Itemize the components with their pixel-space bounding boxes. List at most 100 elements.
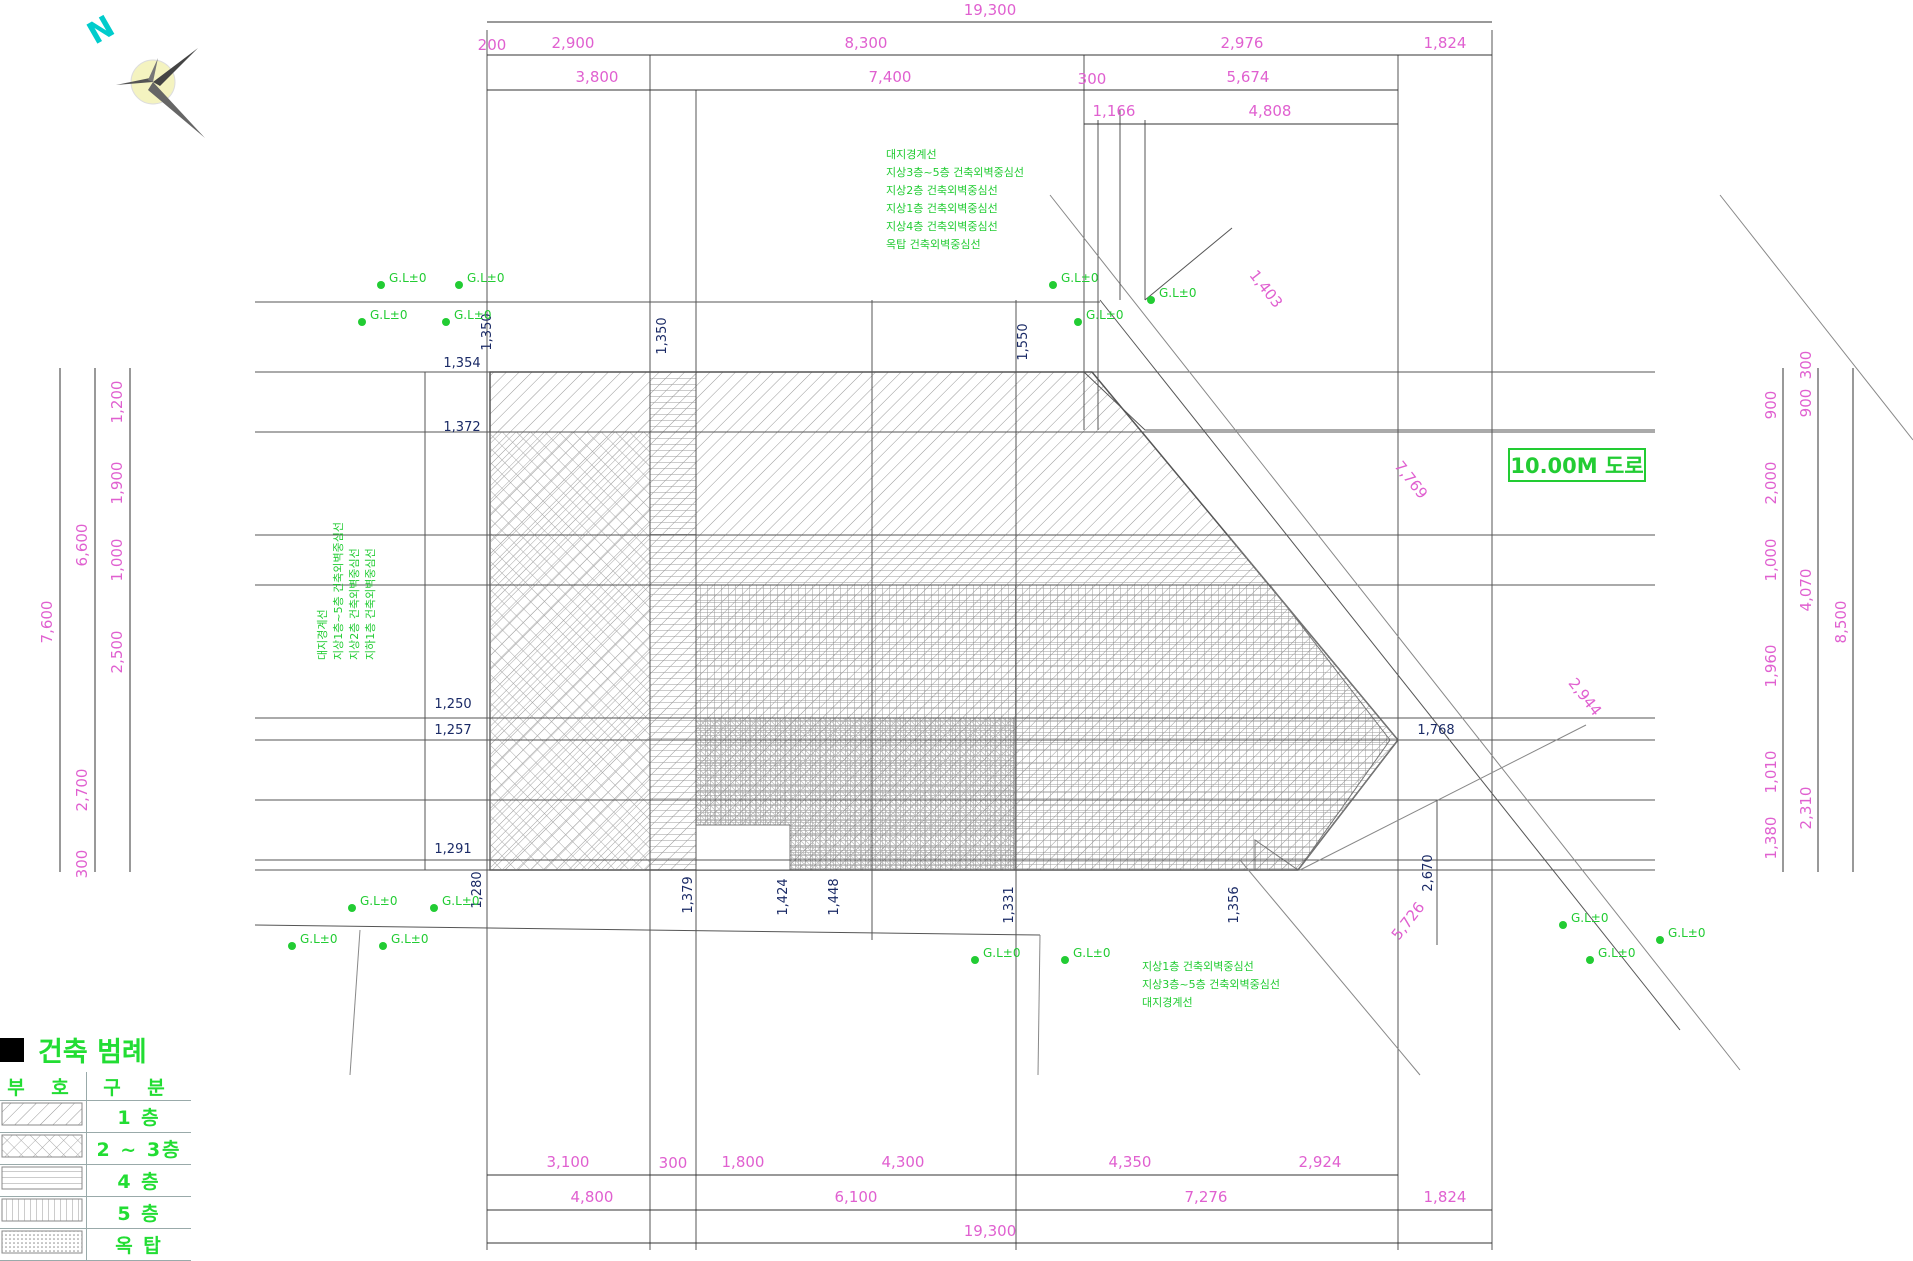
ground-level-markers: G.L±0 G.L±0 G.L±0 G.L±0 G.L±0 G.L±0 G.L±…	[288, 271, 1706, 964]
dim-top-5: 1,824	[1424, 34, 1467, 52]
gl-marker: G.L±0	[454, 308, 492, 322]
dimension-lines	[59, 21, 1854, 1244]
dim-bottom-2: 300	[659, 1154, 688, 1172]
setback-left-2: 1,372	[443, 420, 480, 435]
dim-right-6: 1,380	[1762, 817, 1780, 860]
gl-marker: G.L±0	[442, 894, 480, 908]
setback-top-3: 1,550	[1016, 323, 1031, 360]
note-left-4: 지하1층 건축외벽중심선	[363, 548, 377, 660]
floor-area-west	[489, 431, 651, 871]
gl-marker: G.L±0	[370, 308, 408, 322]
note-bottom-3: 대지경계선	[1142, 996, 1193, 1009]
dim-left-8: 7,600	[38, 601, 56, 644]
dim-left-7: 6,600	[73, 524, 91, 567]
legend-row: 4 층	[0, 1164, 191, 1197]
setback-right-2: 2,670	[1421, 854, 1436, 891]
note-bottom-block: 지상1층 건축외벽중심선 지상3층~5층 건축외벽중심선 대지경계선	[1142, 958, 1280, 1012]
dim-left-3: 1,000	[108, 539, 126, 582]
note-top-block: 대지경계선 지상3층~5층 건축외벽중심선 지상2층 건축외벽중심선 지상1층 …	[886, 146, 1024, 254]
legend-swatch	[0, 1100, 87, 1133]
legend-label: 1 층	[86, 1100, 191, 1133]
legend-table: 부 호 구 분 1 층 2 ~ 3층 4 층 5 층 옥 탑	[0, 1072, 191, 1261]
dim-bottom-1: 3,100	[547, 1153, 590, 1171]
road-label: 10.00M 도로	[1508, 448, 1646, 482]
dim-diag-3: 2,944	[1565, 674, 1606, 719]
dim-bottom-3: 1,800	[722, 1153, 765, 1171]
dim-left-2: 1,900	[108, 462, 126, 505]
legend-header-row: 부 호 구 분	[0, 1072, 191, 1101]
bottom-dimensions: 3,100 300 1,800 4,300 4,350 2,924 4,800 …	[547, 1153, 1467, 1240]
setback-top-1: 1,350	[480, 313, 495, 350]
dim-top-7: 7,400	[869, 68, 912, 86]
dim-right-11: 8,500	[1832, 601, 1850, 644]
dim-left-1: 1,200	[108, 381, 126, 424]
dim-right-10: 300	[1797, 351, 1815, 380]
legend-label: 2 ~ 3층	[86, 1132, 191, 1165]
legend-swatch	[0, 1132, 87, 1165]
legend-label: 5 층	[86, 1196, 191, 1229]
note-left-3: 지상2층 건축외벽중심선	[348, 548, 361, 660]
setback-top-2: 1,350	[655, 317, 670, 354]
setback-bottom-3: 1,424	[776, 878, 791, 915]
legend-swatch	[0, 1164, 87, 1197]
dim-right-9: 2,310	[1797, 787, 1815, 830]
dim-top-1: 200	[478, 36, 507, 54]
dim-right-5: 1,010	[1762, 751, 1780, 794]
north-label: N	[82, 9, 121, 52]
dim-top-6: 3,800	[576, 68, 619, 86]
gl-marker: G.L±0	[1668, 926, 1706, 940]
legend-header-category: 구 분	[86, 1072, 191, 1101]
legend-row: 1 층	[0, 1100, 191, 1133]
note-left-block: 대지경계선 지상1층~5층 건축외벽중심선 지상2층 건축외벽중심선 지하1층 …	[316, 522, 377, 660]
note-top-5: 지상4층 건축외벽중심선	[886, 220, 998, 233]
legend-title: 건축 범례	[0, 1030, 147, 1069]
compass-rose-icon: N	[82, 9, 205, 138]
grid-lines	[254, 30, 1913, 1250]
setback-left-5: 1,291	[434, 842, 471, 857]
floor-area-column	[649, 371, 697, 871]
dim-diag-1: 1,403	[1246, 266, 1287, 311]
dim-diag-2: 7,769	[1391, 457, 1432, 502]
dim-diag-4: 5,726	[1388, 898, 1429, 943]
legend-square-icon	[0, 1037, 24, 1062]
dim-left-6: 300	[73, 850, 91, 879]
note-top-1: 대지경계선	[886, 148, 937, 161]
gl-marker: G.L±0	[1061, 271, 1099, 285]
dim-bottom-9: 7,276	[1185, 1188, 1228, 1206]
legend-swatch	[0, 1228, 87, 1261]
dim-top-9: 5,674	[1227, 68, 1270, 86]
dim-right-1: 900	[1762, 391, 1780, 420]
note-left-2: 지상1층~5층 건축외벽중심선	[332, 522, 345, 660]
dim-bottom-10: 1,824	[1424, 1188, 1467, 1206]
dim-top-2: 2,900	[552, 34, 595, 52]
dim-right-3: 1,000	[1762, 539, 1780, 582]
note-bottom-1: 지상1층 건축외벽중심선	[1142, 960, 1254, 973]
building-footprint	[489, 371, 1399, 871]
setback-left-4: 1,257	[434, 723, 471, 738]
dim-top-11: 4,808	[1249, 102, 1292, 120]
setback-right-1: 1,768	[1417, 723, 1454, 738]
setback-left-3: 1,250	[434, 697, 471, 712]
gl-marker: G.L±0	[1086, 308, 1124, 322]
legend-row: 옥 탑	[0, 1228, 191, 1261]
setback-dimensions: 1,354 1,372 1,250 1,257 1,291 1,350 1,35…	[434, 313, 1454, 923]
gl-marker: G.L±0	[389, 271, 427, 285]
setback-left-1: 1,354	[443, 356, 480, 371]
dim-left-4: 2,500	[108, 631, 126, 674]
dim-left-5: 2,700	[73, 769, 91, 812]
gl-marker: G.L±0	[1571, 911, 1609, 925]
dim-bottom-4: 4,300	[882, 1153, 925, 1171]
note-top-4: 지상1층 건축외벽중심선	[886, 202, 998, 215]
top-dimensions: 19,300 200 2,900 8,300 2,976 1,824 3,800…	[478, 1, 1467, 120]
dim-right-7: 900	[1797, 389, 1815, 418]
gl-marker: G.L±0	[360, 894, 398, 908]
legend-label: 4 층	[86, 1164, 191, 1197]
dim-overall-top: 19,300	[964, 1, 1017, 19]
dim-top-3: 8,300	[845, 34, 888, 52]
dim-overall-bottom: 19,300	[964, 1222, 1017, 1240]
legend-title-text: 건축 범례	[38, 1037, 147, 1068]
gl-marker: G.L±0	[1073, 946, 1111, 960]
dim-bottom-5: 4,350	[1109, 1153, 1152, 1171]
left-dimensions: 1,200 1,900 1,000 2,500 2,700 300 6,600 …	[38, 381, 126, 879]
